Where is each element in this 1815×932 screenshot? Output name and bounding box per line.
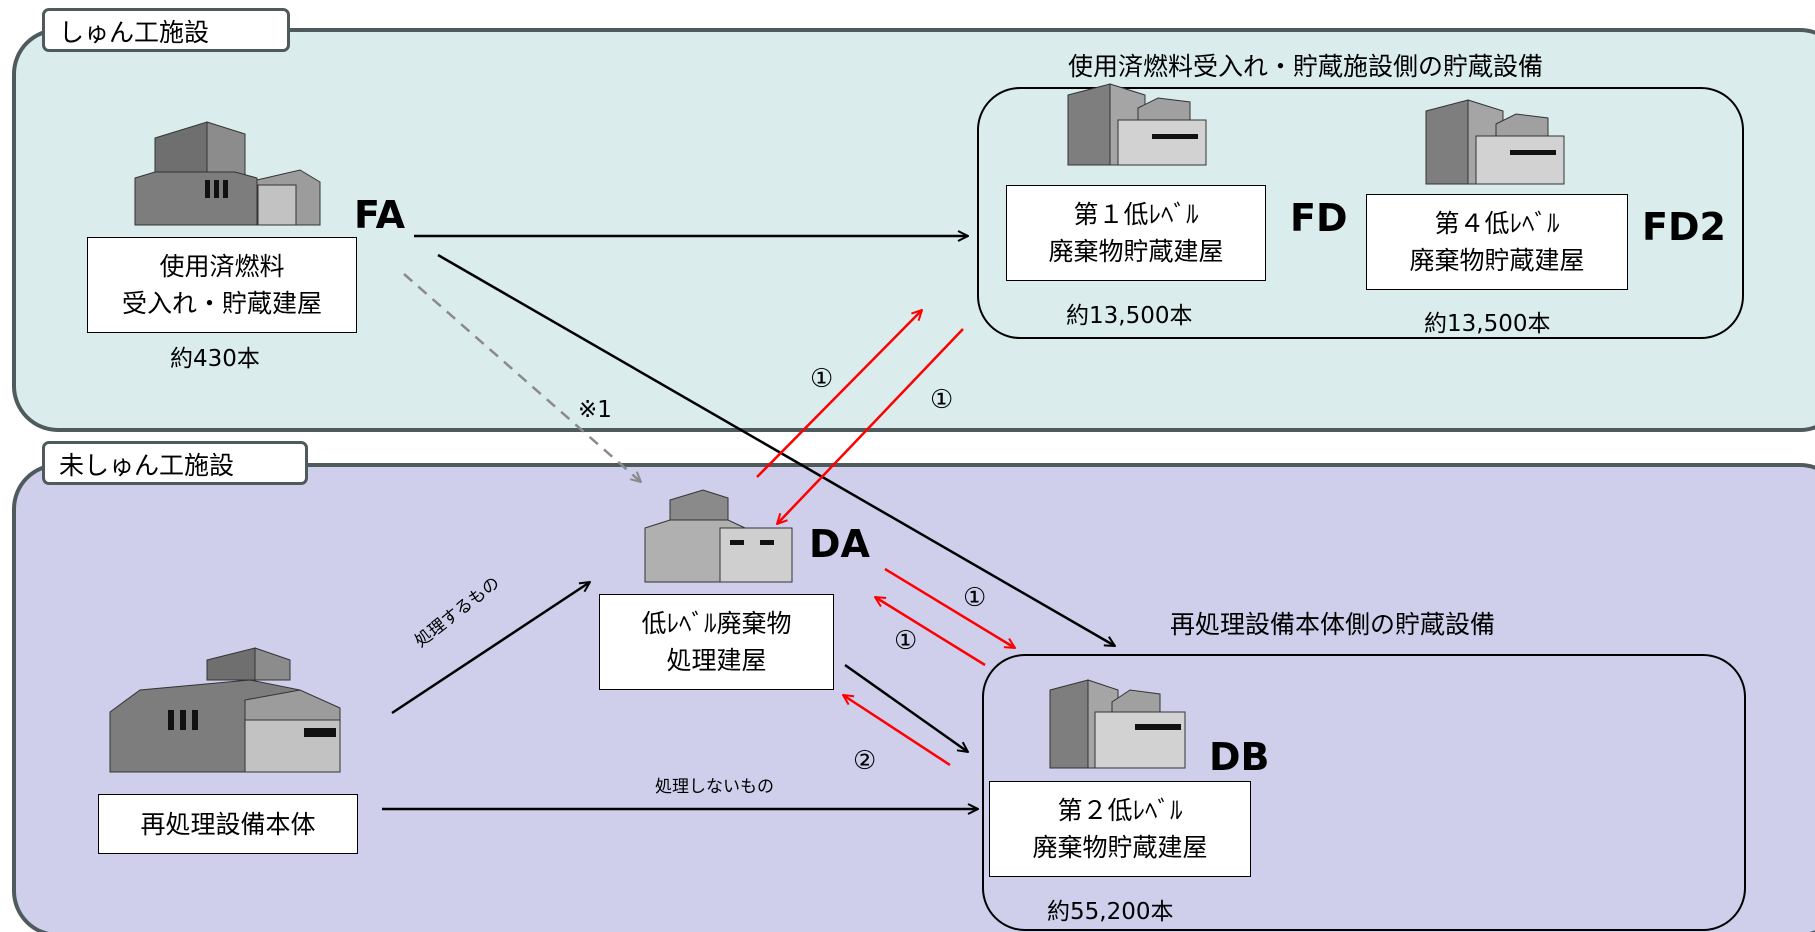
building-icon bbox=[1425, 99, 1565, 185]
marker-circled-1: ① bbox=[930, 385, 954, 415]
group-title-reprocessing-storage: 再処理設備本体側の貯蔵設備 bbox=[1170, 610, 1496, 639]
building-icon bbox=[134, 121, 321, 226]
building-da-name-line2: 処理建屋 bbox=[666, 646, 767, 675]
arrow-da-to-fd bbox=[756, 310, 922, 478]
building-fa-name-line1: 使用済燃料 bbox=[159, 252, 285, 281]
building-code-fd: FD bbox=[1290, 196, 1348, 240]
building-fd-name-line1: 第１低ﾚﾍﾞﾙ bbox=[1073, 200, 1199, 229]
building-count-fa: 約430本 bbox=[170, 346, 260, 372]
building-fd2-name-line2: 廃棄物貯蔵建屋 bbox=[1409, 246, 1585, 275]
building-fd2-name-line1: 第４低ﾚﾍﾞﾙ bbox=[1434, 209, 1560, 238]
group-title-spent-fuel-storage: 使用済燃料受入れ・貯蔵施設側の貯蔵設備 bbox=[1068, 52, 1544, 81]
arrow-db-to-da-red-2 bbox=[843, 695, 951, 767]
building-count-db: 約55,200本 bbox=[1047, 899, 1174, 925]
arrow-fa-to-db bbox=[437, 253, 1115, 646]
building-box-fd2: 第４低ﾚﾍﾞﾙ 廃棄物貯蔵建屋 bbox=[1366, 194, 1628, 290]
reprocessing-storage-frame bbox=[982, 654, 1746, 931]
building-fd-name-line2: 廃棄物貯蔵建屋 bbox=[1048, 237, 1224, 266]
building-code-fa: FA bbox=[354, 193, 406, 237]
arrow-da-to-db bbox=[844, 663, 968, 752]
marker-circled-1: ① bbox=[963, 583, 987, 613]
building-fa-name-line2: 受入れ・貯蔵建屋 bbox=[121, 289, 322, 318]
marker-circled-1: ① bbox=[894, 626, 918, 656]
section-label-mishunko: 未しゅん工施設 bbox=[42, 441, 308, 485]
marker-circled-2: ② bbox=[853, 746, 877, 776]
building-box-main: 再処理設備本体 bbox=[98, 794, 358, 854]
arrow-db-to-da-red-1 bbox=[875, 597, 986, 667]
building-da-name-line1: 低ﾚﾍﾞﾙ廃棄物 bbox=[641, 609, 792, 638]
note-1: ※1 bbox=[578, 397, 612, 423]
building-icon bbox=[109, 647, 341, 773]
shunko-panel bbox=[12, 28, 1815, 432]
arrow-fa-to-da-dashed bbox=[403, 273, 641, 482]
building-code-db: DB bbox=[1209, 735, 1270, 779]
building-count-fd: 約13,500本 bbox=[1066, 303, 1193, 329]
building-icon bbox=[644, 489, 793, 583]
building-main-name: 再処理設備本体 bbox=[140, 809, 316, 839]
building-box-db: 第２低ﾚﾍﾞﾙ 廃棄物貯蔵建屋 bbox=[989, 781, 1251, 877]
mishunko-panel bbox=[12, 463, 1815, 932]
building-db-name-line2: 廃棄物貯蔵建屋 bbox=[1032, 833, 1208, 862]
marker-circled-1: ① bbox=[810, 364, 834, 394]
building-db-name-line1: 第２低ﾚﾍﾞﾙ bbox=[1057, 796, 1183, 825]
flow-label-not-process: 処理しないもの bbox=[655, 777, 774, 797]
building-box-fa: 使用済燃料 受入れ・貯蔵建屋 bbox=[87, 237, 357, 333]
building-icon bbox=[1049, 679, 1186, 769]
spent-fuel-storage-frame bbox=[977, 87, 1744, 339]
building-icon bbox=[1067, 83, 1207, 166]
arrow-fd-to-da bbox=[777, 328, 964, 524]
section-label-shunko: しゅん工施設 bbox=[42, 8, 290, 52]
arrow-da-to-db-red bbox=[884, 567, 1015, 648]
arrow-main-to-da bbox=[391, 582, 590, 715]
building-code-da: DA bbox=[809, 522, 870, 566]
building-box-fd: 第１低ﾚﾍﾞﾙ 廃棄物貯蔵建屋 bbox=[1006, 185, 1266, 281]
building-count-fd2: 約13,500本 bbox=[1424, 311, 1551, 337]
building-box-da: 低ﾚﾍﾞﾙ廃棄物 処理建屋 bbox=[599, 594, 834, 690]
building-code-fd2: FD2 bbox=[1642, 205, 1726, 249]
